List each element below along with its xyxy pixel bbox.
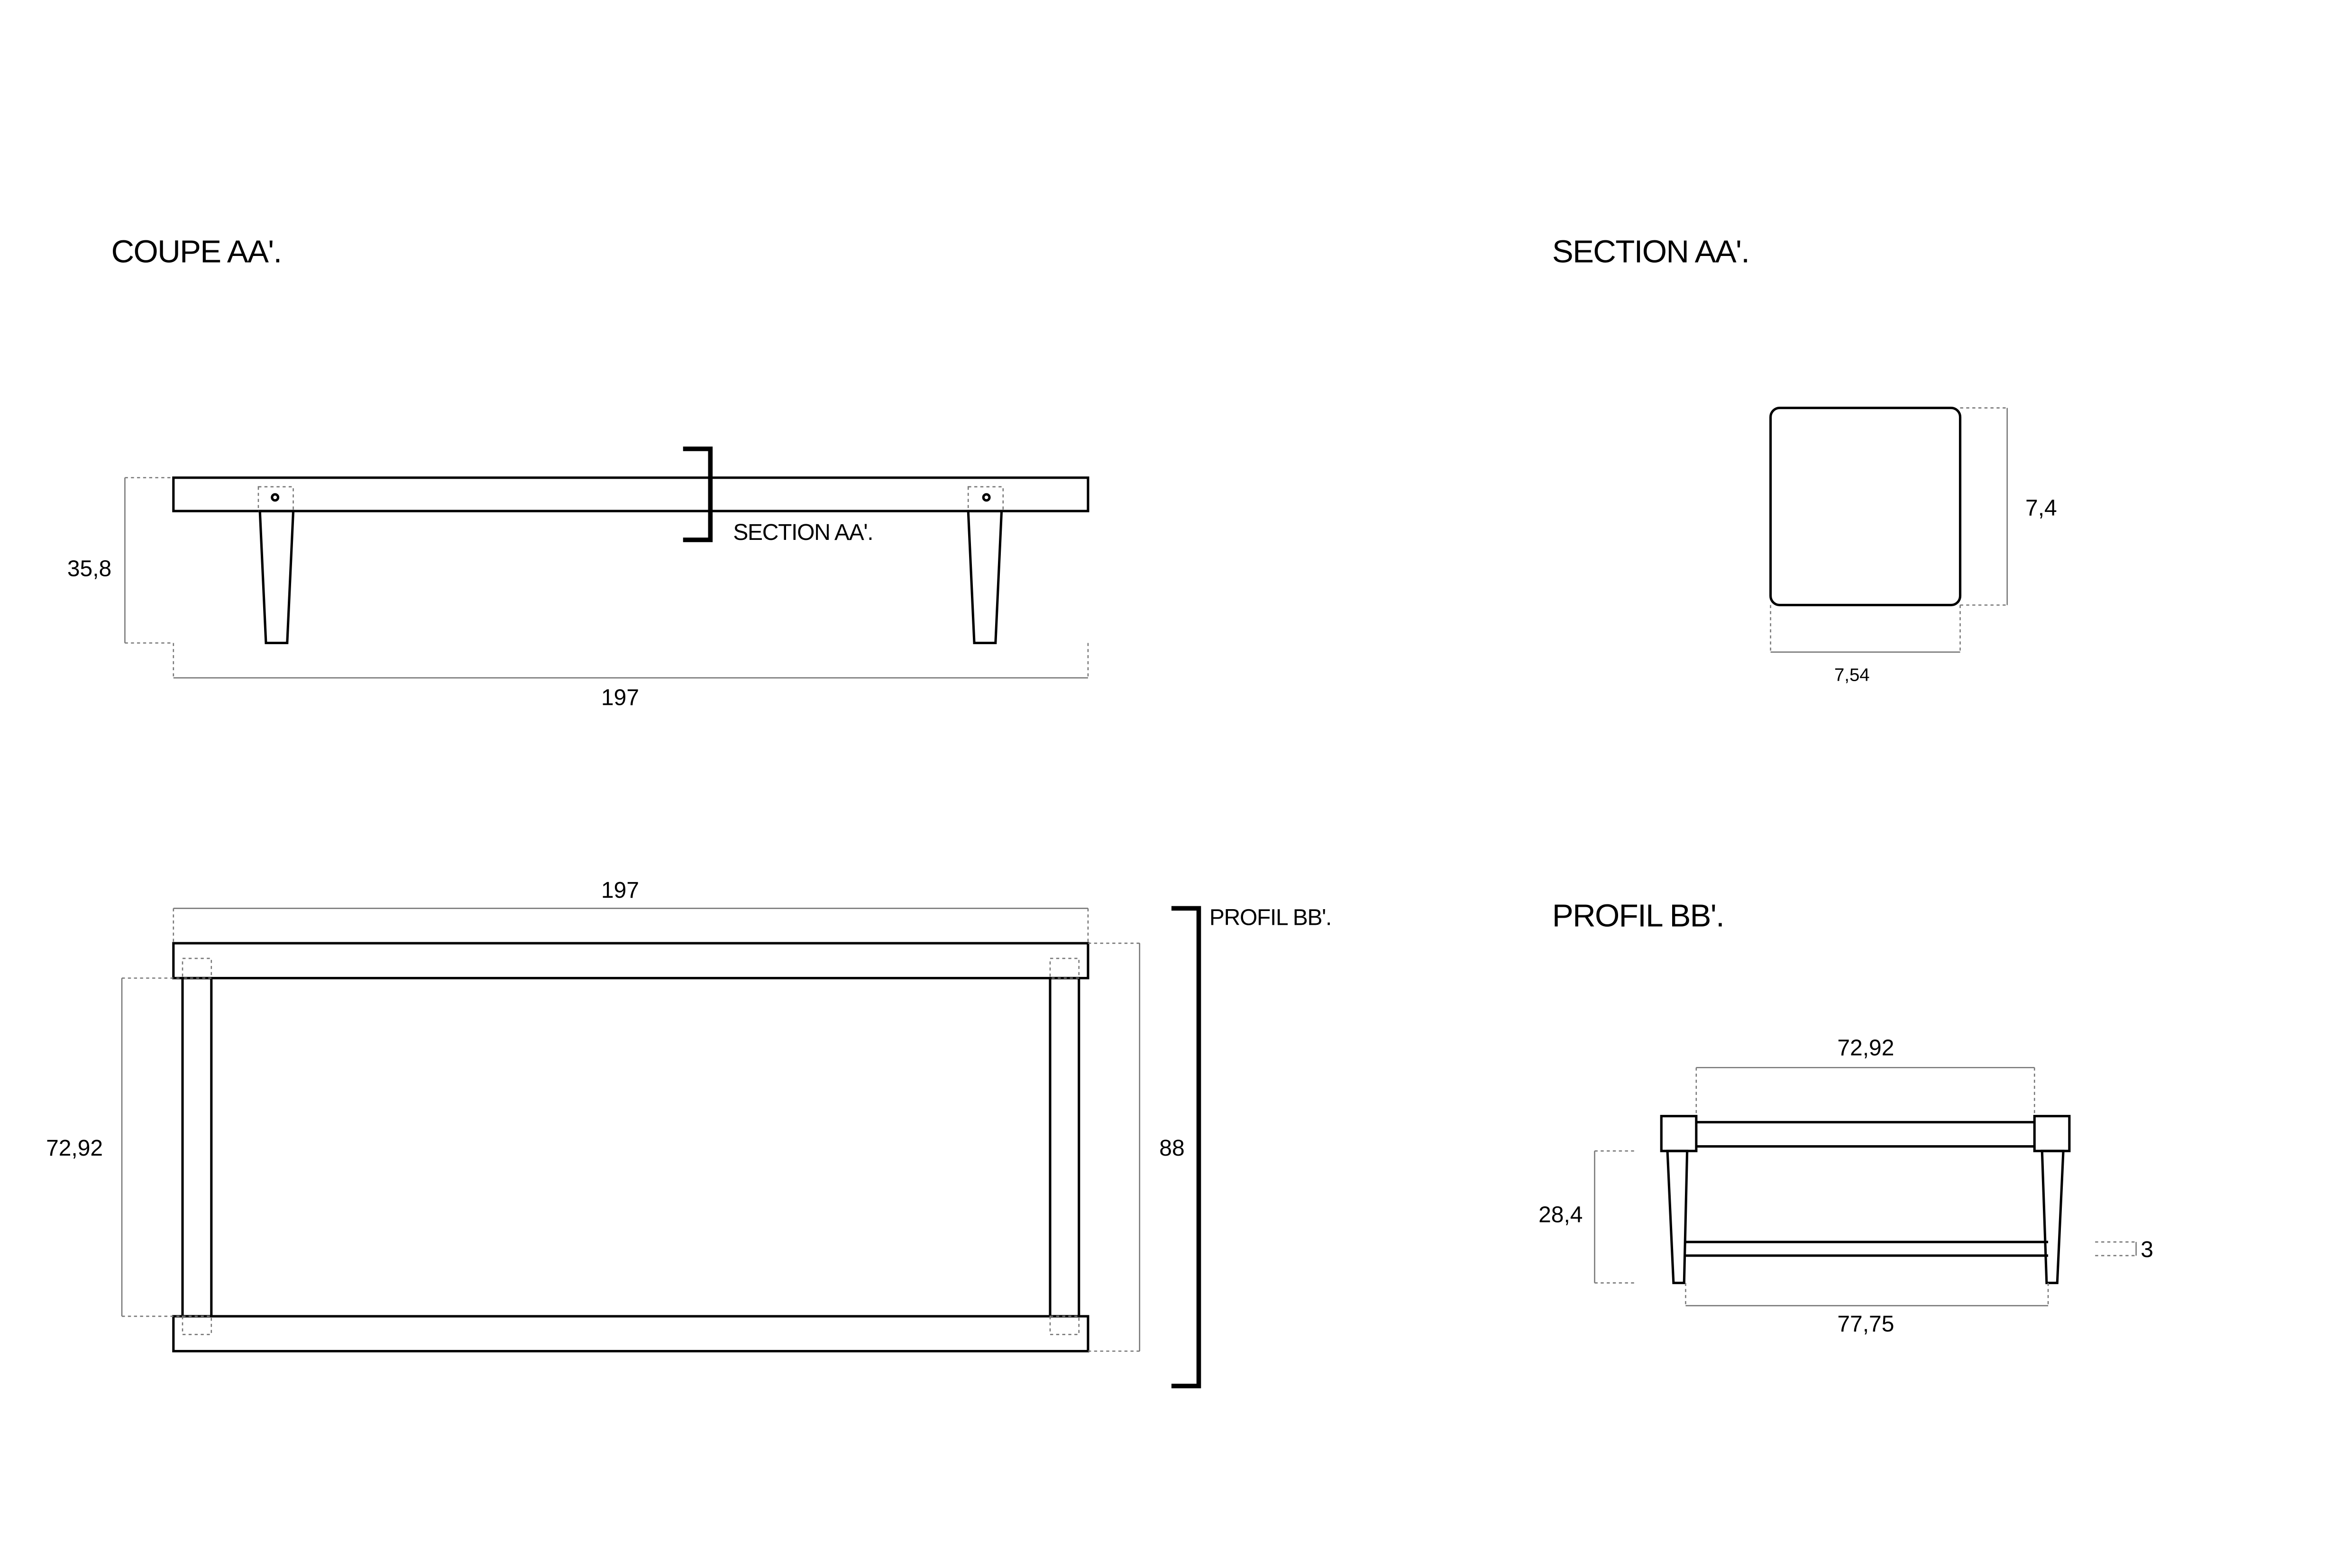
dim-height: 35,8 xyxy=(67,556,111,582)
dim-profile-leg-height: 28,4 xyxy=(1538,1203,1583,1228)
section-marker-label: SECTION AA'. xyxy=(733,520,873,545)
section-view: 7,4 7,54 xyxy=(1769,407,2057,685)
profile-marker-label: PROFIL BB'. xyxy=(1209,905,1331,930)
leg-right xyxy=(967,510,1003,645)
dim-section-height: 7,4 xyxy=(2025,496,2057,521)
title-coupe: COUPE AA'. xyxy=(111,234,282,269)
leg-left xyxy=(258,510,295,645)
section-marker xyxy=(683,447,713,542)
plan-view: 197 72,92 88 PROFIL BB'. xyxy=(46,878,1332,1388)
profile-view: 72,92 28,4 77,75 3 xyxy=(1538,1036,2153,1337)
title-section: SECTION AA'. xyxy=(1552,234,1749,269)
dim-profile-bottom-width: 77,75 xyxy=(1837,1312,1894,1337)
profile-marker xyxy=(1171,906,1201,1388)
dim-plan-total-width: 88 xyxy=(1159,1136,1184,1161)
dim-profile-top-width: 72,92 xyxy=(1837,1036,1894,1061)
dim-plan-length: 197 xyxy=(601,878,639,903)
title-profil: PROFIL BB'. xyxy=(1552,898,1724,934)
coupe-elevation: SECTION AA'. 35,8 197 xyxy=(67,447,1089,711)
dim-plan-inner-width: 72,92 xyxy=(46,1136,103,1161)
dim-section-width: 7,54 xyxy=(1834,665,1870,685)
dim-length: 197 xyxy=(601,685,639,711)
dim-profile-rail-thickness: 3 xyxy=(2141,1237,2153,1262)
